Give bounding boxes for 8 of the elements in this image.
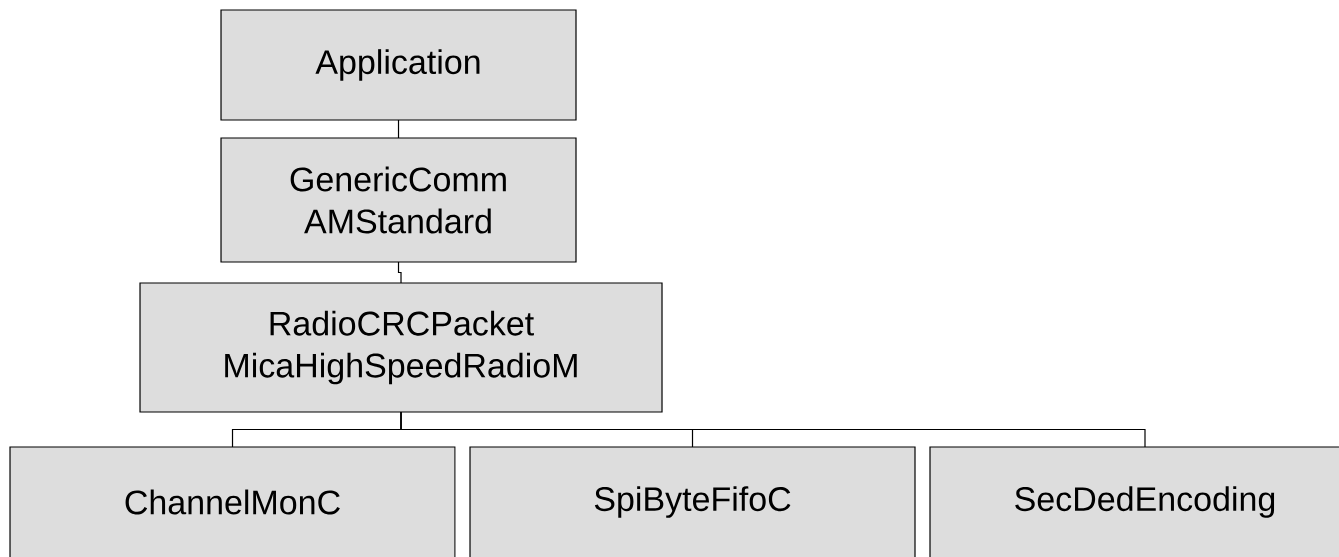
connector-line: [400, 411, 1146, 448]
component-box: Application: [220, 9, 577, 121]
component-box: SecDedEncoding: [929, 446, 1339, 557]
connector-line: [397, 261, 402, 284]
component-box: RadioCRCPacket MicaHighSpeedRadioM: [139, 282, 663, 413]
component-box: GenericComm AMStandard: [220, 137, 577, 263]
component-box: ChannelMonC: [9, 446, 456, 557]
component-box: SpiByteFifoC: [469, 446, 916, 557]
